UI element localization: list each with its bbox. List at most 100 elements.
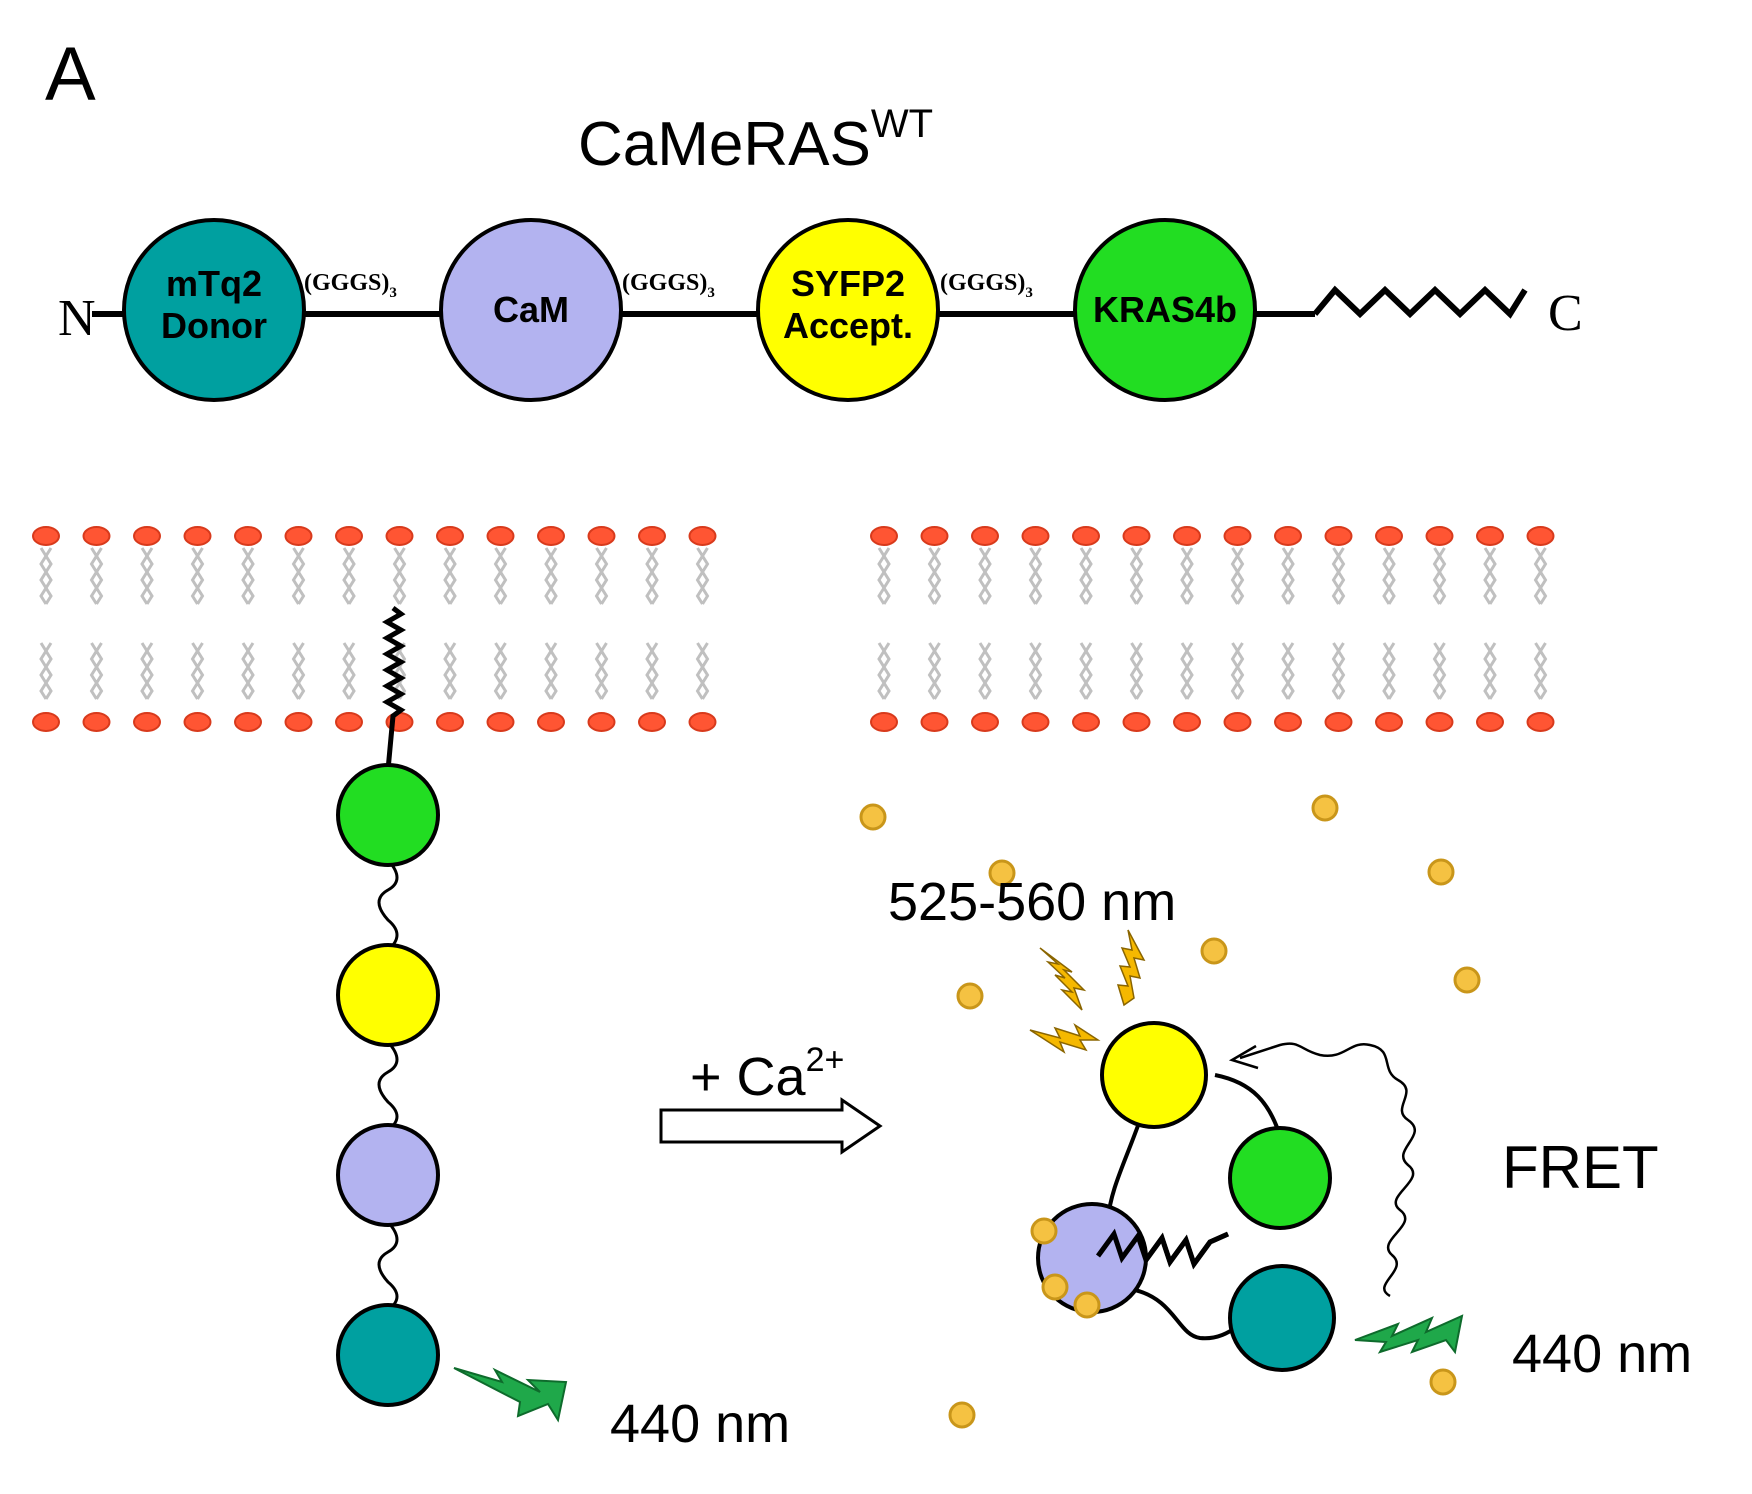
emission-wavelength-label: 525-560 nm xyxy=(888,872,1176,932)
lipid-head xyxy=(486,526,515,546)
construct-title: CaMeRASWT xyxy=(578,102,933,179)
calcium-ion-icon xyxy=(1453,966,1481,994)
lipid-head xyxy=(1274,526,1302,546)
calcium-ion-icon xyxy=(859,803,887,831)
lipid-molecule xyxy=(486,526,515,732)
lipid-molecule xyxy=(638,526,666,732)
emission-bolt-2-icon xyxy=(1039,947,1087,1011)
lipid-head xyxy=(436,526,464,546)
calcium-ion-icon xyxy=(948,1401,976,1429)
kras4b-label: KRAS4b xyxy=(1093,289,1237,330)
lipid-head xyxy=(335,712,363,732)
c-terminal-anchor-zigzag xyxy=(1312,285,1528,319)
fret-label: FRET xyxy=(1502,1134,1659,1201)
calcium-ion-icon xyxy=(1429,1368,1457,1396)
lipid-molecule xyxy=(133,526,161,732)
kras-anchor-zigzag-front xyxy=(1095,1228,1230,1270)
lipid-molecule xyxy=(1526,526,1555,732)
lipid-head xyxy=(1122,712,1151,732)
construct-title-base: CaMeRAS xyxy=(578,110,871,179)
lipid-head xyxy=(1324,526,1353,546)
lipid-head xyxy=(284,526,313,546)
lipid-head xyxy=(82,712,111,732)
lipid-head xyxy=(587,526,616,546)
lipid-molecule xyxy=(920,526,949,732)
lipid-head xyxy=(1122,526,1151,546)
lipid-head xyxy=(1021,526,1050,546)
excitation-wavelength-label-right: 440 nm xyxy=(1512,1324,1692,1384)
lipid-head xyxy=(638,526,666,546)
mtq2-sphere xyxy=(336,1303,440,1407)
lipid-head xyxy=(688,526,717,546)
lipid-molecule xyxy=(32,526,60,732)
lipid-head xyxy=(335,526,363,546)
emission-bolt-1-icon xyxy=(1029,1022,1101,1054)
fret-arrowhead-icon xyxy=(1228,1044,1259,1070)
lipid-head xyxy=(32,526,60,546)
linker-3-text: (GGGS) xyxy=(940,270,1025,296)
linker-label-3: (GGGS)3 xyxy=(940,270,1033,301)
kras4b-sphere-active xyxy=(1228,1126,1332,1230)
lipid-head xyxy=(537,526,565,546)
active-sensor xyxy=(1029,929,1464,1372)
cam-sphere xyxy=(336,1123,440,1227)
lipid-head xyxy=(688,712,717,732)
calcium-ion-icon xyxy=(1311,794,1339,822)
lipid-molecule xyxy=(335,526,363,732)
calcium-ion-icon xyxy=(956,982,984,1010)
excitation-bolt-left-icon xyxy=(453,1367,568,1423)
kras4b-sphere xyxy=(336,763,440,867)
syfp2-label-1: SYFP2 xyxy=(791,263,905,304)
lipid-molecule xyxy=(1021,526,1050,732)
lipid-molecule xyxy=(82,526,111,732)
lipid-head xyxy=(1425,712,1454,732)
lipid-head xyxy=(183,712,212,732)
lipid-head xyxy=(32,712,60,732)
lipid-head xyxy=(1375,712,1403,732)
syfp2-sphere xyxy=(336,943,440,1047)
lipid-head xyxy=(537,712,565,732)
lipid-molecule xyxy=(234,526,262,732)
lipid-head xyxy=(436,712,464,732)
lipid-head xyxy=(1476,526,1504,546)
lipid-head xyxy=(587,712,616,732)
lipid-head xyxy=(183,526,212,546)
lipid-molecule xyxy=(971,526,999,732)
lipid-head xyxy=(971,526,999,546)
construct-title-superscript: WT xyxy=(871,102,933,146)
syfp2-acceptor-domain xyxy=(756,218,940,402)
linker-label-2: (GGGS)3 xyxy=(622,270,715,301)
calcium-ion-icon xyxy=(988,859,1016,887)
lipid-molecule xyxy=(1072,526,1100,732)
linker-label-1: (GGGS)3 xyxy=(304,270,397,301)
mtq2-sphere-active xyxy=(1228,1264,1336,1372)
lipid-head xyxy=(385,526,414,546)
lipid-molecule xyxy=(1375,526,1403,732)
lipid-head xyxy=(1223,712,1252,732)
lipid-molecule xyxy=(688,526,717,732)
linker-1-text: (GGGS) xyxy=(304,270,389,296)
calcium-label: + Ca2+ xyxy=(690,1041,844,1107)
lipid-head xyxy=(234,526,262,546)
lipid-head xyxy=(1425,526,1454,546)
lipid-head xyxy=(486,712,515,732)
lipid-head xyxy=(1375,526,1403,546)
lipid-head xyxy=(1274,712,1302,732)
lipid-molecule xyxy=(537,526,565,732)
lipid-head xyxy=(1476,712,1504,732)
lipid-head xyxy=(870,526,898,546)
inactive-sensor xyxy=(336,606,568,1423)
mtq2-donor-domain xyxy=(122,218,306,402)
lipid-head xyxy=(133,526,161,546)
calcium-label-superscript: 2+ xyxy=(806,1041,845,1079)
cam-label: CaM xyxy=(493,289,569,330)
lipid-head xyxy=(920,526,949,546)
calcium-ions xyxy=(859,794,1481,1429)
fret-wavy-arrow xyxy=(1239,1042,1416,1298)
lipid-molecule xyxy=(284,526,313,732)
lipid-molecule xyxy=(436,526,464,732)
lipid-molecule xyxy=(1173,526,1201,732)
kras4b-domain xyxy=(1073,218,1257,402)
emission-bolt-3-icon xyxy=(1116,929,1146,1007)
linker-1-subscript: 3 xyxy=(389,285,397,301)
